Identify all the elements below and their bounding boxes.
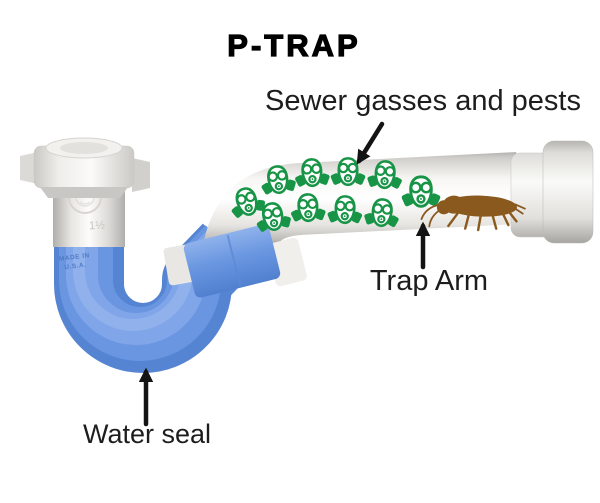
water-seal-collar	[183, 224, 281, 298]
arrow-icon-sewer	[356, 121, 385, 165]
pipe-size-marking: 1½	[88, 219, 106, 233]
wall-fitting	[510, 140, 594, 244]
label-sewer-gasses-and-pests: Sewer gasses and pests	[265, 85, 581, 117]
tailpiece-pipe	[53, 190, 125, 247]
annotation-arrows	[138, 121, 431, 427]
water-seal-ubend	[54, 213, 254, 373]
nut-wing-right	[132, 158, 150, 192]
wall-fitting-hub	[542, 140, 594, 244]
slip-nut-left	[20, 137, 150, 198]
label-trap-arm: Trap Arm	[369, 265, 489, 297]
nut-wing-left	[20, 152, 38, 184]
label-water-seal: Water seal	[82, 419, 212, 449]
page-title: P-TRAP	[227, 28, 361, 63]
